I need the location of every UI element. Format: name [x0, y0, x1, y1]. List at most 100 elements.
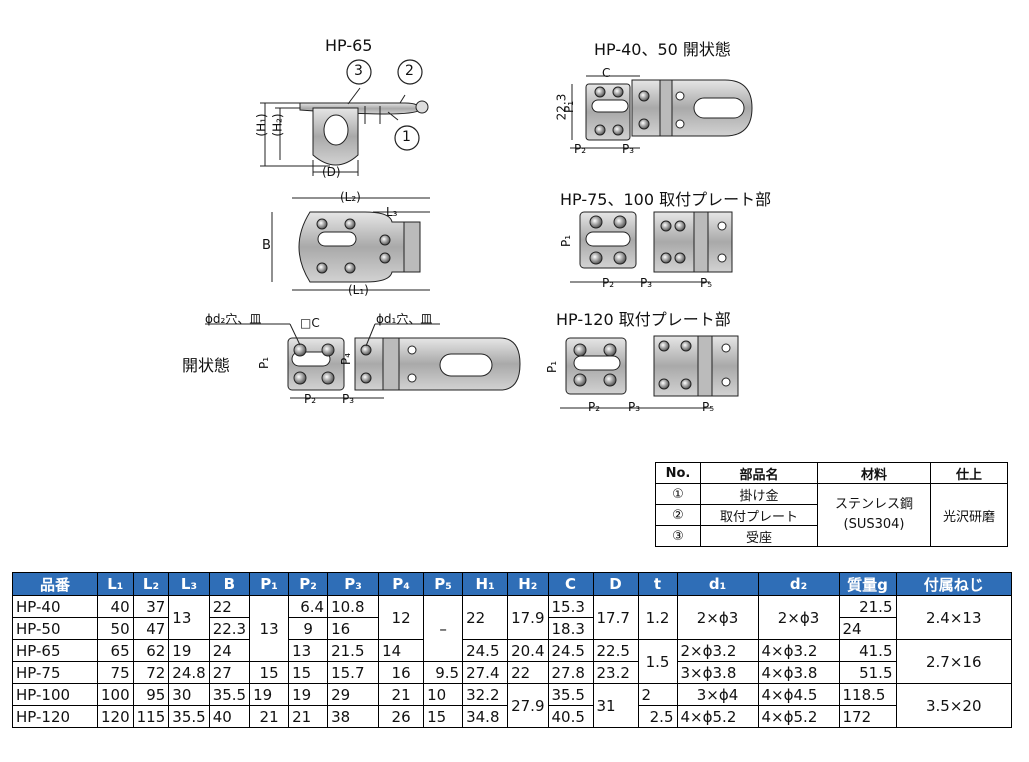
hp40-title: HP-40、50 開状態 [594, 40, 731, 59]
table-cell: 27.8 [547, 661, 594, 684]
table-cell: 9.5 [423, 661, 464, 684]
table-cell: 51.5 [838, 661, 897, 684]
table-cell: 22 [507, 661, 549, 684]
table-cell: 27 [208, 661, 251, 684]
spec-header-l1: L₁ [97, 572, 134, 596]
spec-header-p3: P₃ [327, 572, 380, 596]
table-cell: 75 [97, 661, 134, 684]
table-cell: 35.5 [547, 683, 594, 706]
spec-header-d2: d₂ [757, 572, 840, 596]
spec-header-h2: H₂ [507, 572, 549, 596]
table-cell: 18.3 [547, 617, 594, 640]
callout-circles [346, 59, 423, 151]
dim-p5-hp75: P₅ [700, 276, 713, 290]
dim-h1: (H₁) [254, 113, 269, 137]
dim-l3: L₃ [386, 205, 398, 219]
parts-header-finish: 仕上 [930, 462, 1008, 484]
parts-finish: 光沢研磨 [930, 483, 1008, 547]
technical-drawings [205, 59, 753, 409]
table-cell: 10.8 [327, 595, 380, 618]
spec-header-row: 品番 L₁ L₂ L₃ B P₁ P₂ P₃ P₄ P₅ H₁ H₂ C D t… [12, 572, 1012, 596]
parts-name: 受座 [700, 525, 818, 547]
parts-header-material: 材料 [817, 462, 931, 484]
table-cell: 21 [249, 705, 290, 728]
part-number-cell: HP-40 [12, 595, 98, 618]
table-cell: 37 [132, 595, 170, 618]
table-cell: 3.5×20 [895, 683, 1012, 728]
part-number-cell: HP-120 [12, 705, 98, 728]
table-cell: 23.2 [592, 661, 639, 684]
dim-p2-hp40: P₂ [574, 142, 587, 156]
table-row: HP-100 100 95 30 35.5 19 19 29 21 10 32.… [12, 683, 1012, 728]
table-cell: 41.5 [838, 639, 897, 662]
dim-d1-hole: ϕd₁穴、皿 [376, 312, 433, 326]
parts-no: ③ [655, 525, 701, 547]
table-cell: 13 [168, 595, 210, 640]
dim-c: C [602, 66, 611, 80]
hp75-plate-view [570, 211, 733, 283]
table-cell: 72 [132, 661, 170, 684]
parts-table: No. 部品名 材料 仕上 ① 掛け金 ステンレス鋼 (SUS304) 光沢研磨… [655, 462, 1008, 547]
table-cell: 13 [249, 595, 290, 662]
dim-p3-hp75: P₃ [640, 276, 653, 290]
dim-l1: (L₁) [348, 283, 369, 297]
table-cell: 4×ϕ3.2 [757, 639, 840, 662]
dim-p2-hp75: P₂ [602, 276, 615, 290]
table-cell: 2.4×13 [895, 595, 1012, 640]
dim-d2-hole: ϕd₂穴、皿 [205, 312, 262, 326]
parts-name: 掛け金 [700, 483, 818, 505]
table-cell: 32.2 [462, 683, 509, 706]
table-row: HP-120 120 115 35.5 40 21 21 38 26 15 34… [12, 705, 1012, 728]
hp40-open-view [570, 75, 753, 149]
callout-2: 2 [405, 63, 414, 79]
table-cell: 22 [208, 595, 251, 618]
part-number-cell: HP-100 [12, 683, 98, 706]
spec-header-l2: L₂ [132, 572, 170, 596]
callout-1: 1 [402, 129, 411, 145]
table-cell: 15 [288, 661, 329, 684]
table-cell: 24.5 [547, 639, 594, 662]
table-cell: 19 [288, 683, 329, 706]
table-cell: 4×ϕ5.2 [676, 705, 759, 728]
table-cell: – [423, 595, 464, 662]
spec-header-t: t [637, 572, 678, 596]
parts-header-row: No. 部品名 材料 仕上 [655, 462, 1008, 484]
dim-p5-hp120: P₅ [702, 400, 715, 414]
table-cell: 65 [97, 639, 134, 662]
hp65-side-view [260, 87, 429, 176]
table-cell: 100 [97, 683, 134, 706]
spec-table: 品番 L₁ L₂ L₃ B P₁ P₂ P₃ P₄ P₅ H₁ H₂ C D t… [12, 572, 1012, 728]
table-cell: 19 [168, 639, 210, 662]
table-cell: 118.5 [838, 683, 897, 706]
table-cell: 2 [637, 683, 678, 706]
open-state-view [205, 323, 521, 399]
parts-row: ③ 受座 [655, 525, 1008, 547]
hp120-plate-view [560, 335, 739, 409]
parts-row: ② 取付プレート [655, 504, 1008, 526]
spec-header-screw: 付属ねじ [895, 572, 1012, 596]
table-cell: 40 [97, 595, 134, 618]
callout-3: 3 [354, 63, 363, 79]
table-row: HP-75 75 72 24.8 27 15 15 15.7 16 9.5 27… [12, 661, 1012, 684]
table-cell: 2.5 [637, 705, 678, 728]
dim-l2: (L₂) [340, 190, 361, 204]
table-cell: 2×ϕ3 [757, 595, 840, 640]
table-cell: 9 [288, 617, 329, 640]
table-cell: 31 [592, 683, 639, 728]
spec-header-p2: P₂ [288, 572, 329, 596]
part-number-cell: HP-65 [12, 639, 98, 662]
spec-header-p5: P₅ [423, 572, 464, 596]
table-cell: 19 [249, 683, 290, 706]
dim-h2: (H₂) [270, 113, 285, 137]
table-cell: 17.9 [507, 595, 549, 640]
dim-c-box: □C [300, 316, 320, 330]
dim-p3-hp120: P₃ [628, 400, 641, 414]
table-cell: 38 [327, 705, 380, 728]
table-cell: 22 [462, 595, 509, 640]
part-number-cell: HP-75 [12, 661, 98, 684]
table-cell: 62 [132, 639, 170, 662]
table-cell: 24.8 [168, 661, 210, 684]
spec-header-l3: L₃ [168, 572, 210, 596]
table-cell: 2×ϕ3.2 [676, 639, 759, 662]
parts-no: ① [655, 483, 701, 505]
